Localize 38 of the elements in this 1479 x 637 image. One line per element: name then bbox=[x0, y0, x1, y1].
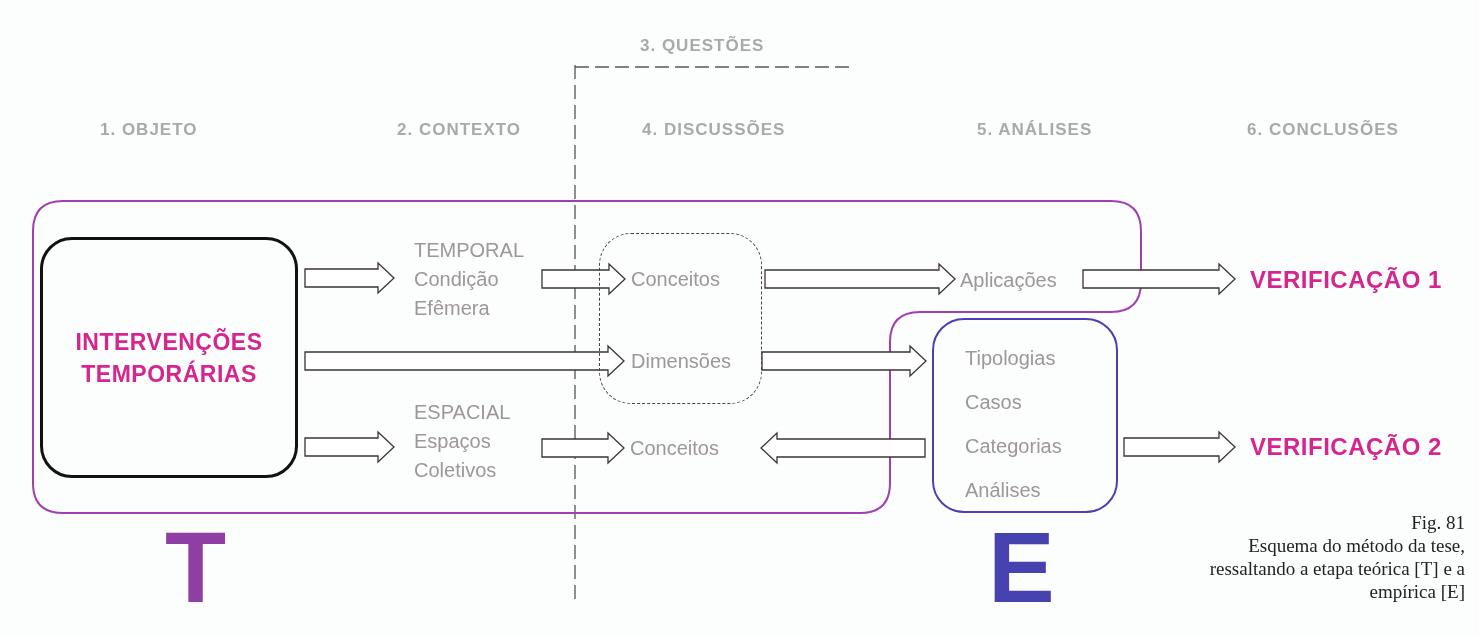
block-arrow bbox=[760, 431, 926, 465]
section-heading: 4. DISCUSSÕES bbox=[642, 120, 786, 140]
category-heading: TEMPORAL bbox=[414, 238, 526, 263]
item-label: Categorias bbox=[965, 434, 1063, 459]
block-arrow bbox=[304, 344, 625, 378]
conclusion-label: VERIFICAÇÃO 2 bbox=[1250, 431, 1475, 463]
figure-number: Fig. 81 bbox=[1410, 511, 1465, 534]
figure-caption: Esquema do método da tese, ressaltando a etapa teórica [T] e a empírica [E] bbox=[1208, 534, 1465, 603]
section-heading: 3. QUESTÕES bbox=[640, 36, 765, 56]
category-text: Espaços Coletivos bbox=[414, 429, 498, 483]
item-label: Casos bbox=[965, 390, 1023, 415]
conclusion-label: VERIFICAÇÃO 1 bbox=[1250, 264, 1475, 296]
block-arrow bbox=[304, 430, 395, 464]
item-label: Dimensões bbox=[631, 347, 759, 376]
category-heading: ESPACIAL bbox=[414, 400, 512, 425]
section-heading: 6. CONCLUSÕES bbox=[1247, 120, 1399, 140]
box-title: INTERVENÇÕES TEMPORÁRIAS bbox=[74, 327, 264, 389]
stage-letter: T bbox=[165, 512, 227, 622]
stage-letter: E bbox=[988, 512, 1055, 622]
object-box bbox=[40, 237, 298, 478]
item-label: Conceitos bbox=[630, 434, 758, 463]
block-arrow bbox=[761, 344, 927, 378]
category-text: Condição Efêmera bbox=[414, 267, 500, 321]
section-heading: 5. ANÁLISES bbox=[977, 120, 1093, 140]
section-heading: 2. CONTEXTO bbox=[397, 120, 522, 140]
section-heading: 1. OBJETO bbox=[100, 120, 198, 140]
block-arrow bbox=[1123, 430, 1236, 464]
block-arrow bbox=[304, 261, 395, 295]
block-arrow bbox=[764, 262, 956, 296]
block-arrow bbox=[541, 262, 626, 296]
analysis-box bbox=[932, 318, 1118, 513]
dashed-group-box bbox=[599, 233, 762, 404]
item-label: Conceitos bbox=[631, 265, 759, 294]
item-label: Análises bbox=[965, 478, 1042, 503]
item-label: Tipologias bbox=[965, 346, 1057, 371]
item-label: Aplicações bbox=[960, 266, 1080, 295]
block-arrow bbox=[541, 431, 625, 465]
block-arrow bbox=[1082, 262, 1236, 296]
